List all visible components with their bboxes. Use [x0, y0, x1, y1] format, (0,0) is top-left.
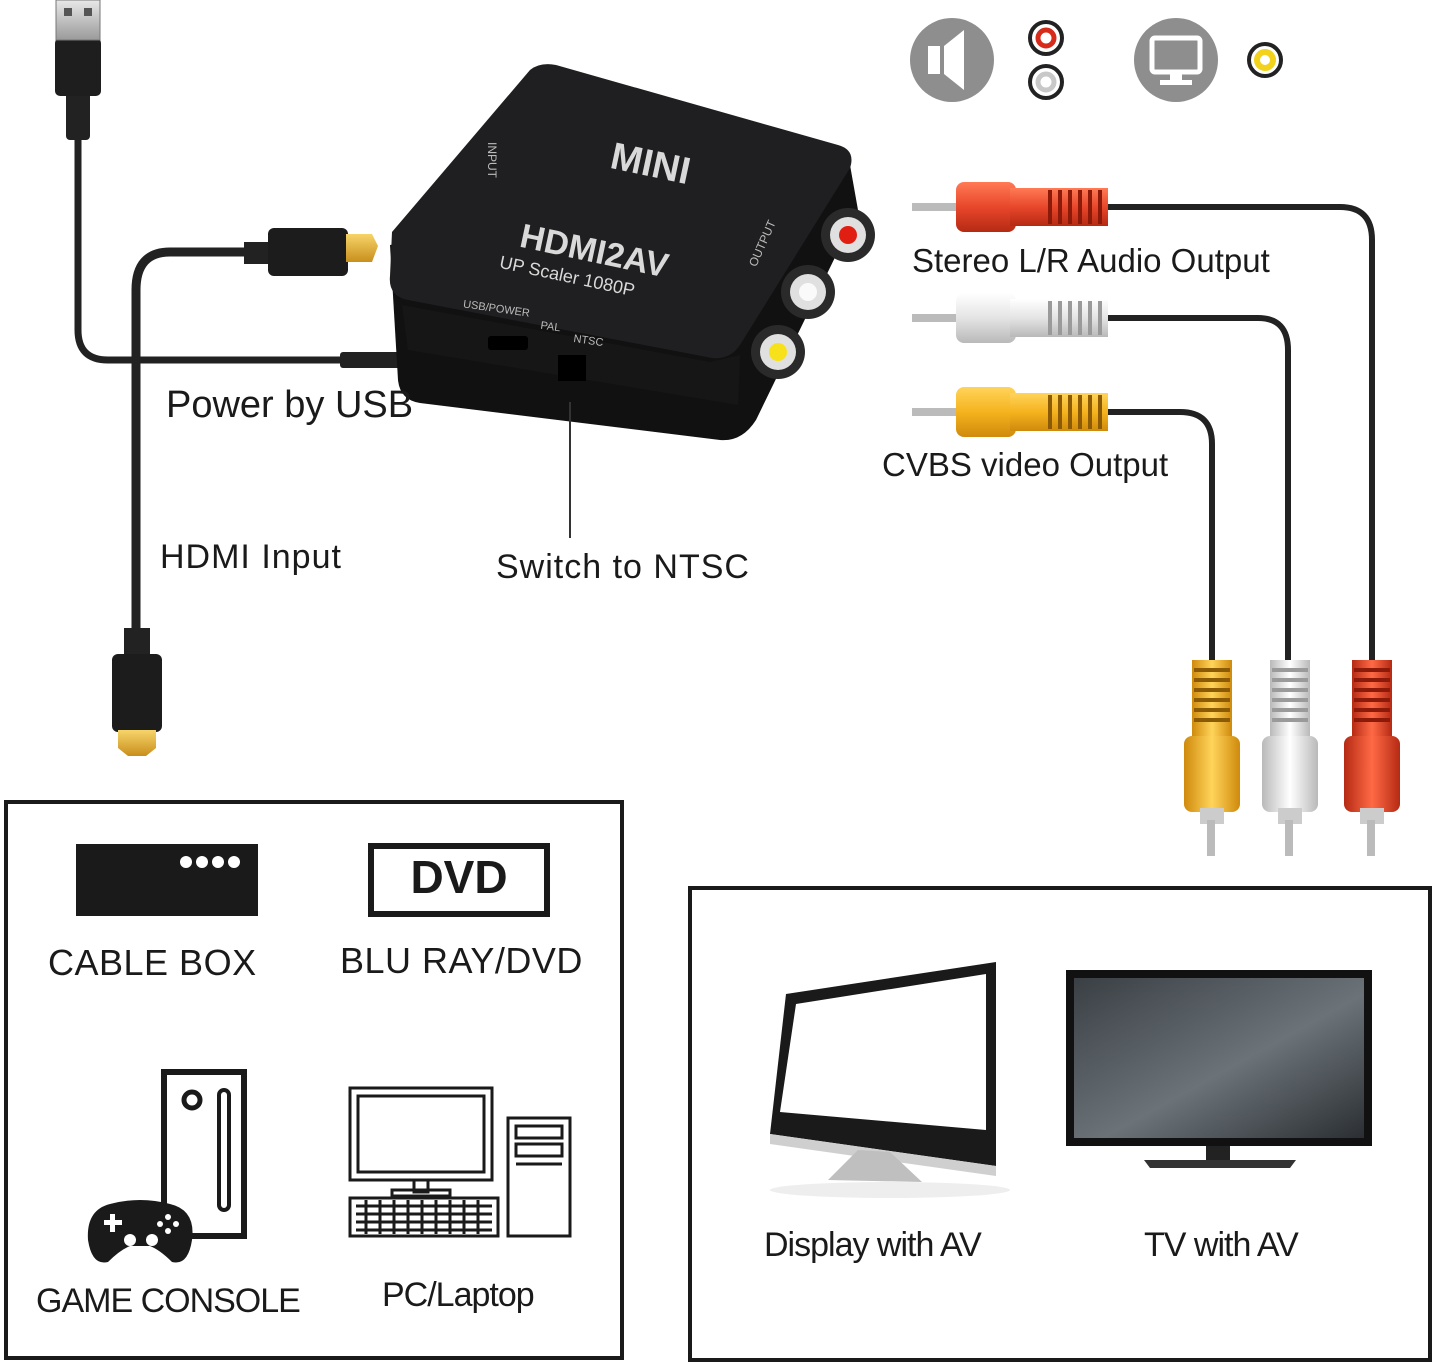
- device-pal-label: PAL: [540, 320, 561, 335]
- display-devices-panel: [688, 886, 1432, 1362]
- rca-white-port-icon: [1028, 64, 1064, 100]
- tv-av-label: TV with AV: [1144, 1226, 1299, 1264]
- source-devices-panel: [4, 800, 624, 1360]
- speaker-icon: [910, 18, 994, 102]
- rca-plug-white-vertical: [1262, 660, 1318, 856]
- jack-red: [821, 208, 875, 262]
- pc-laptop-icon: [348, 1086, 572, 1238]
- rca-yellow-port-icon: [1247, 42, 1283, 78]
- switch-ntsc-label: Switch to NTSC: [496, 548, 750, 586]
- rca-plug-white-horizontal: [912, 293, 1108, 343]
- rca-plug-red-horizontal: [912, 182, 1108, 232]
- cvbs-output-label: CVBS video Output: [882, 446, 1169, 483]
- hdmi-input-label: HDMI Input: [160, 538, 342, 576]
- display-monitor-icon: [770, 962, 1010, 1198]
- rca-plug-yellow-horizontal: [912, 387, 1108, 437]
- dvd-logo-icon: [368, 843, 550, 917]
- tv-icon: [1066, 970, 1372, 1168]
- rca-plug-red-vertical: [1344, 660, 1400, 856]
- game-console-icon: [87, 1069, 247, 1263]
- dvd-logo-text: DVD: [410, 851, 508, 903]
- hdmi-cable: [131, 247, 270, 640]
- jack-white: [781, 265, 835, 319]
- rca-cables: [1105, 204, 1375, 665]
- power-by-usb-label: Power by USB: [166, 384, 414, 426]
- game-console-label: GAME CONSOLE: [36, 1282, 301, 1320]
- blu-ray-label: BLU RAY/DVD: [340, 940, 583, 981]
- hdmi-plug-top: [244, 228, 378, 276]
- cable-box-icon: [76, 844, 258, 916]
- stereo-output-label: Stereo L/R Audio Output: [912, 242, 1270, 279]
- display-av-label: Display with AV: [764, 1226, 982, 1264]
- monitor-icon: [1134, 18, 1218, 102]
- usb-plug: [55, 0, 101, 140]
- pc-laptop-label: PC/Laptop: [382, 1276, 535, 1314]
- jack-yellow: [751, 325, 805, 379]
- hdmi2av-converter: [389, 64, 858, 538]
- rca-red-port-icon: [1028, 20, 1064, 56]
- rca-plug-yellow-vertical: [1184, 660, 1240, 856]
- device-input-port-label: INPUT: [485, 142, 499, 179]
- device-ntsc-label: NTSC: [573, 333, 604, 349]
- hdmi-plug-bottom: [112, 628, 162, 756]
- cable-box-label: CABLE BOX: [48, 942, 257, 983]
